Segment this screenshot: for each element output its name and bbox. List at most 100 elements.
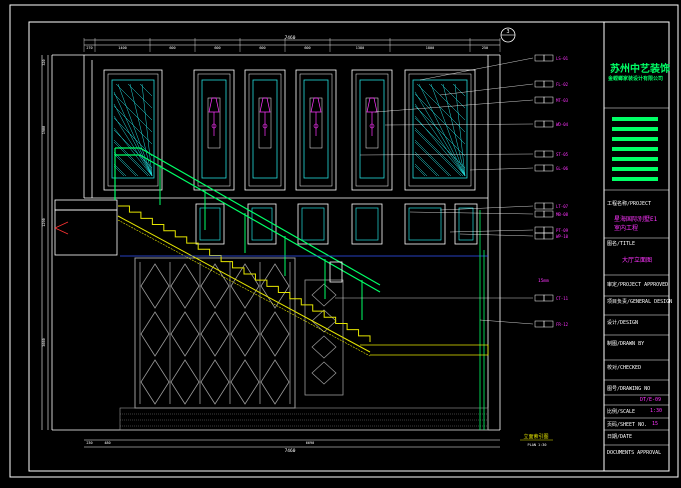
stair-stringer (117, 215, 371, 353)
elevation-marker: 3 (500, 27, 516, 43)
lattice-line (113, 165, 125, 177)
lattice-line (414, 103, 466, 177)
lattice-line (113, 153, 137, 177)
wall-lamp-icon (366, 97, 378, 113)
side-lattice-frame (304, 279, 344, 396)
callout-box (534, 164, 545, 172)
lamp-knob (211, 123, 217, 129)
lower-panel-inner (458, 207, 474, 241)
lattice-line (414, 153, 438, 177)
lamp-knob (262, 123, 268, 129)
callout-box (534, 80, 545, 88)
left-dimension-line (41, 55, 49, 430)
title-name: 大厅立面图 (622, 257, 653, 264)
left-dimension-label: 1900 (42, 126, 46, 134)
panel-cyan (252, 79, 278, 179)
leader-line (384, 123, 534, 126)
top-dimension-line (84, 39, 500, 46)
lattice-line (430, 83, 466, 177)
lattice-diamond (200, 263, 230, 309)
green-bar (612, 127, 658, 131)
lattice-line (113, 163, 127, 177)
panel-frame (103, 69, 163, 191)
lattice-line (414, 163, 428, 177)
callout-box (543, 164, 554, 172)
panel-cyan (111, 79, 155, 179)
drawing-no-label: 图号/DRAWING NO (607, 386, 651, 392)
leader-line (439, 83, 534, 96)
drawn-by-label: 制图/DRAWN BY (607, 341, 645, 347)
callout-box (534, 150, 545, 158)
scale-label: 比例/SCALE (607, 409, 636, 415)
plan-label: 立面索引图 (523, 433, 548, 440)
lattice-line (414, 105, 466, 157)
elevation-marker-number: 3 (506, 29, 509, 35)
callout-box (543, 232, 554, 240)
lattice-line (442, 83, 466, 177)
lattice-line (418, 83, 466, 177)
title-block-green-bars (612, 117, 658, 181)
callout-box (543, 294, 554, 302)
top-dimension-label: 600 (214, 46, 220, 50)
left-dimension-label: 320 (42, 59, 46, 65)
top-dimension-label: 270 (86, 46, 92, 50)
company-name: 苏州中艺装饰 (610, 64, 670, 75)
lamp-knob (369, 123, 375, 129)
top-dimension-label: 1400 (118, 46, 126, 50)
title-label: 图名/TITLE (607, 241, 636, 247)
callout-box (543, 80, 554, 88)
callout-box (534, 320, 545, 328)
lattice-line (414, 127, 464, 177)
callout-box (543, 202, 554, 210)
callout-box (534, 226, 545, 234)
callout-text: WD-04 (556, 122, 569, 127)
lattice-line (414, 93, 466, 145)
panel-inner (197, 73, 231, 187)
panel-cyan (303, 79, 329, 179)
lattice-line (414, 129, 462, 177)
right-column (329, 210, 485, 430)
callout-text: WP-10 (556, 234, 569, 239)
callout-box (543, 96, 554, 104)
leader-line (359, 153, 534, 156)
callout-box (534, 202, 545, 210)
wall-lamp-icon (208, 97, 220, 113)
lattice-line (117, 83, 153, 177)
top-dimension-label: 1380 (356, 46, 364, 50)
callout-text: CT-11 (556, 296, 569, 301)
lattice-diamond (200, 359, 230, 405)
leader-line (374, 99, 534, 113)
sheet-label: 页码/SHEET NO. (607, 422, 648, 428)
panel-inner (107, 73, 159, 187)
callout-text: LT-07 (556, 204, 569, 209)
callout-box (534, 54, 545, 62)
side-lattice-diamond (311, 335, 337, 359)
lattice-line (414, 117, 466, 169)
lattice-line (440, 83, 466, 109)
company-subtitle: 金螳螂家装设计有限公司 (608, 76, 664, 82)
left-dimension-label: 1290 (42, 218, 46, 226)
callout-box (534, 120, 545, 128)
panel-cyan (201, 79, 227, 179)
lower-panel-frame (297, 203, 329, 245)
callout-text: LS-01 (556, 56, 569, 61)
lamp-knob (313, 123, 319, 129)
lattice-line (416, 83, 466, 133)
panel-frame (244, 69, 286, 191)
callout-text: PT-09 (556, 228, 569, 233)
lattice-line (428, 83, 466, 121)
lower-panel-frame (404, 203, 446, 245)
callout-box (534, 294, 545, 302)
top-dimension-label: 600 (169, 46, 175, 50)
green-bar (612, 147, 658, 151)
top-dimension-total: 7460 (285, 35, 296, 41)
bottom-dimension-total: 7460 (285, 448, 296, 454)
leader-line (439, 205, 534, 211)
project-label: 工程名称/PROJECT (607, 201, 652, 207)
panel-cyan (359, 79, 385, 179)
lattice-line (414, 91, 466, 177)
